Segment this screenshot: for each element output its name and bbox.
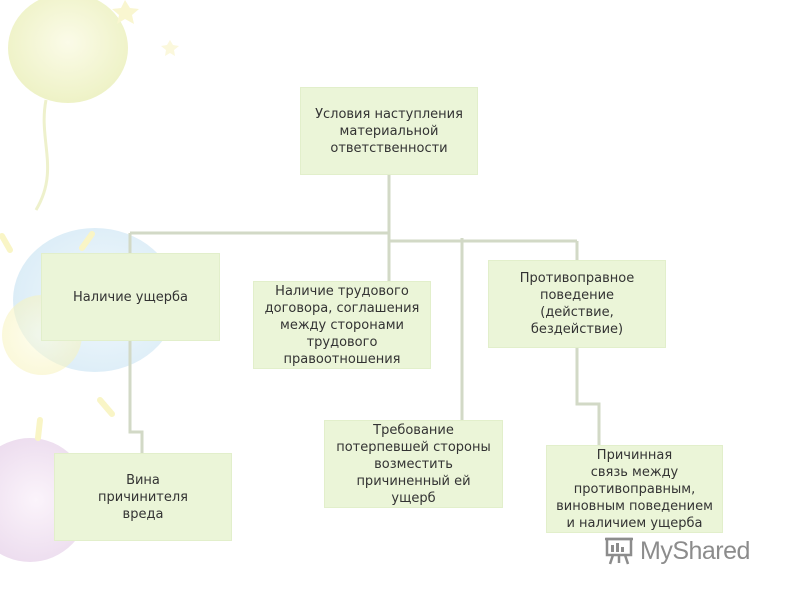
node-employment-contract: Наличие трудового договора, соглашения м… — [254, 282, 430, 368]
node-unlawful-behavior: Противоправное поведение (действие, безд… — [489, 261, 665, 347]
watermark-text: MyShared — [640, 536, 750, 565]
connector-illegal-causal — [575, 347, 601, 446]
star-yellow-small — [161, 40, 179, 56]
node-compensation-demand: Требование потерпевшей стороны возместит… — [325, 421, 502, 507]
balloon-yellow — [8, 0, 128, 103]
myshared-watermark: MyShared — [604, 536, 750, 566]
node-causal-link: Причинная связь между противоправным, ви… — [547, 446, 722, 532]
star-yellow — [112, 0, 139, 24]
node-guilt: Вина причинителя вреда — [55, 454, 231, 540]
balloon-string — [34, 99, 50, 211]
node-liability-conditions: Условия наступления материальной ответст… — [301, 88, 477, 174]
node-damage: Наличие ущерба — [42, 254, 219, 340]
presentation-board-icon — [605, 537, 633, 565]
connector-damage-guilt — [128, 340, 144, 454]
